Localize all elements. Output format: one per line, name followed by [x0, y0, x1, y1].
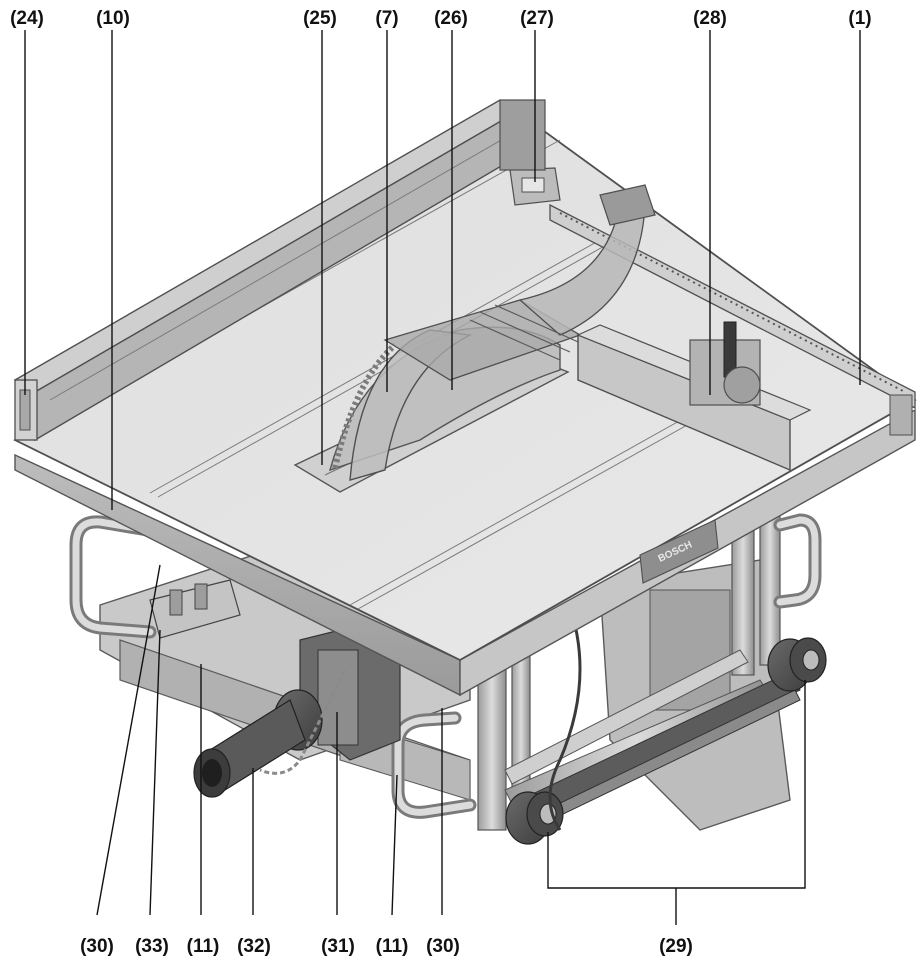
callout-1: (1) [848, 8, 871, 29]
callout-11-left: (11) [187, 936, 220, 957]
callout-31: (31) [321, 936, 355, 957]
bracket-plate [149, 579, 241, 639]
leader-lines [24, 30, 861, 925]
callout-labels: (24) (10) (25) (7) (26) (27) (28) (1) (3… [10, 8, 872, 957]
callout-27: (27) [520, 8, 554, 29]
callout-33: (33) [135, 936, 169, 957]
callout-11-right: (11) [376, 936, 409, 957]
power-cable [548, 624, 582, 831]
callout-10: (10) [96, 8, 130, 29]
callout-24: (24) [10, 8, 44, 29]
carry-handles[interactable] [69, 513, 822, 819]
callout-29: (29) [659, 936, 693, 957]
rip-fence [576, 321, 812, 472]
callout-32: (32) [237, 936, 271, 957]
callout-30-right: (30) [426, 936, 460, 957]
callout-30-left: (30) [80, 936, 114, 957]
scale-indicator [499, 99, 561, 206]
callout-7: (7) [375, 8, 398, 29]
callout-25: (25) [303, 8, 337, 29]
wheels [505, 637, 827, 845]
callout-28: (28) [693, 8, 727, 29]
side-extension-left [14, 379, 38, 441]
blade-guard [349, 184, 656, 481]
callout-26: (26) [434, 8, 468, 29]
right-extension-rail [549, 203, 916, 436]
dust-extraction [193, 629, 401, 798]
